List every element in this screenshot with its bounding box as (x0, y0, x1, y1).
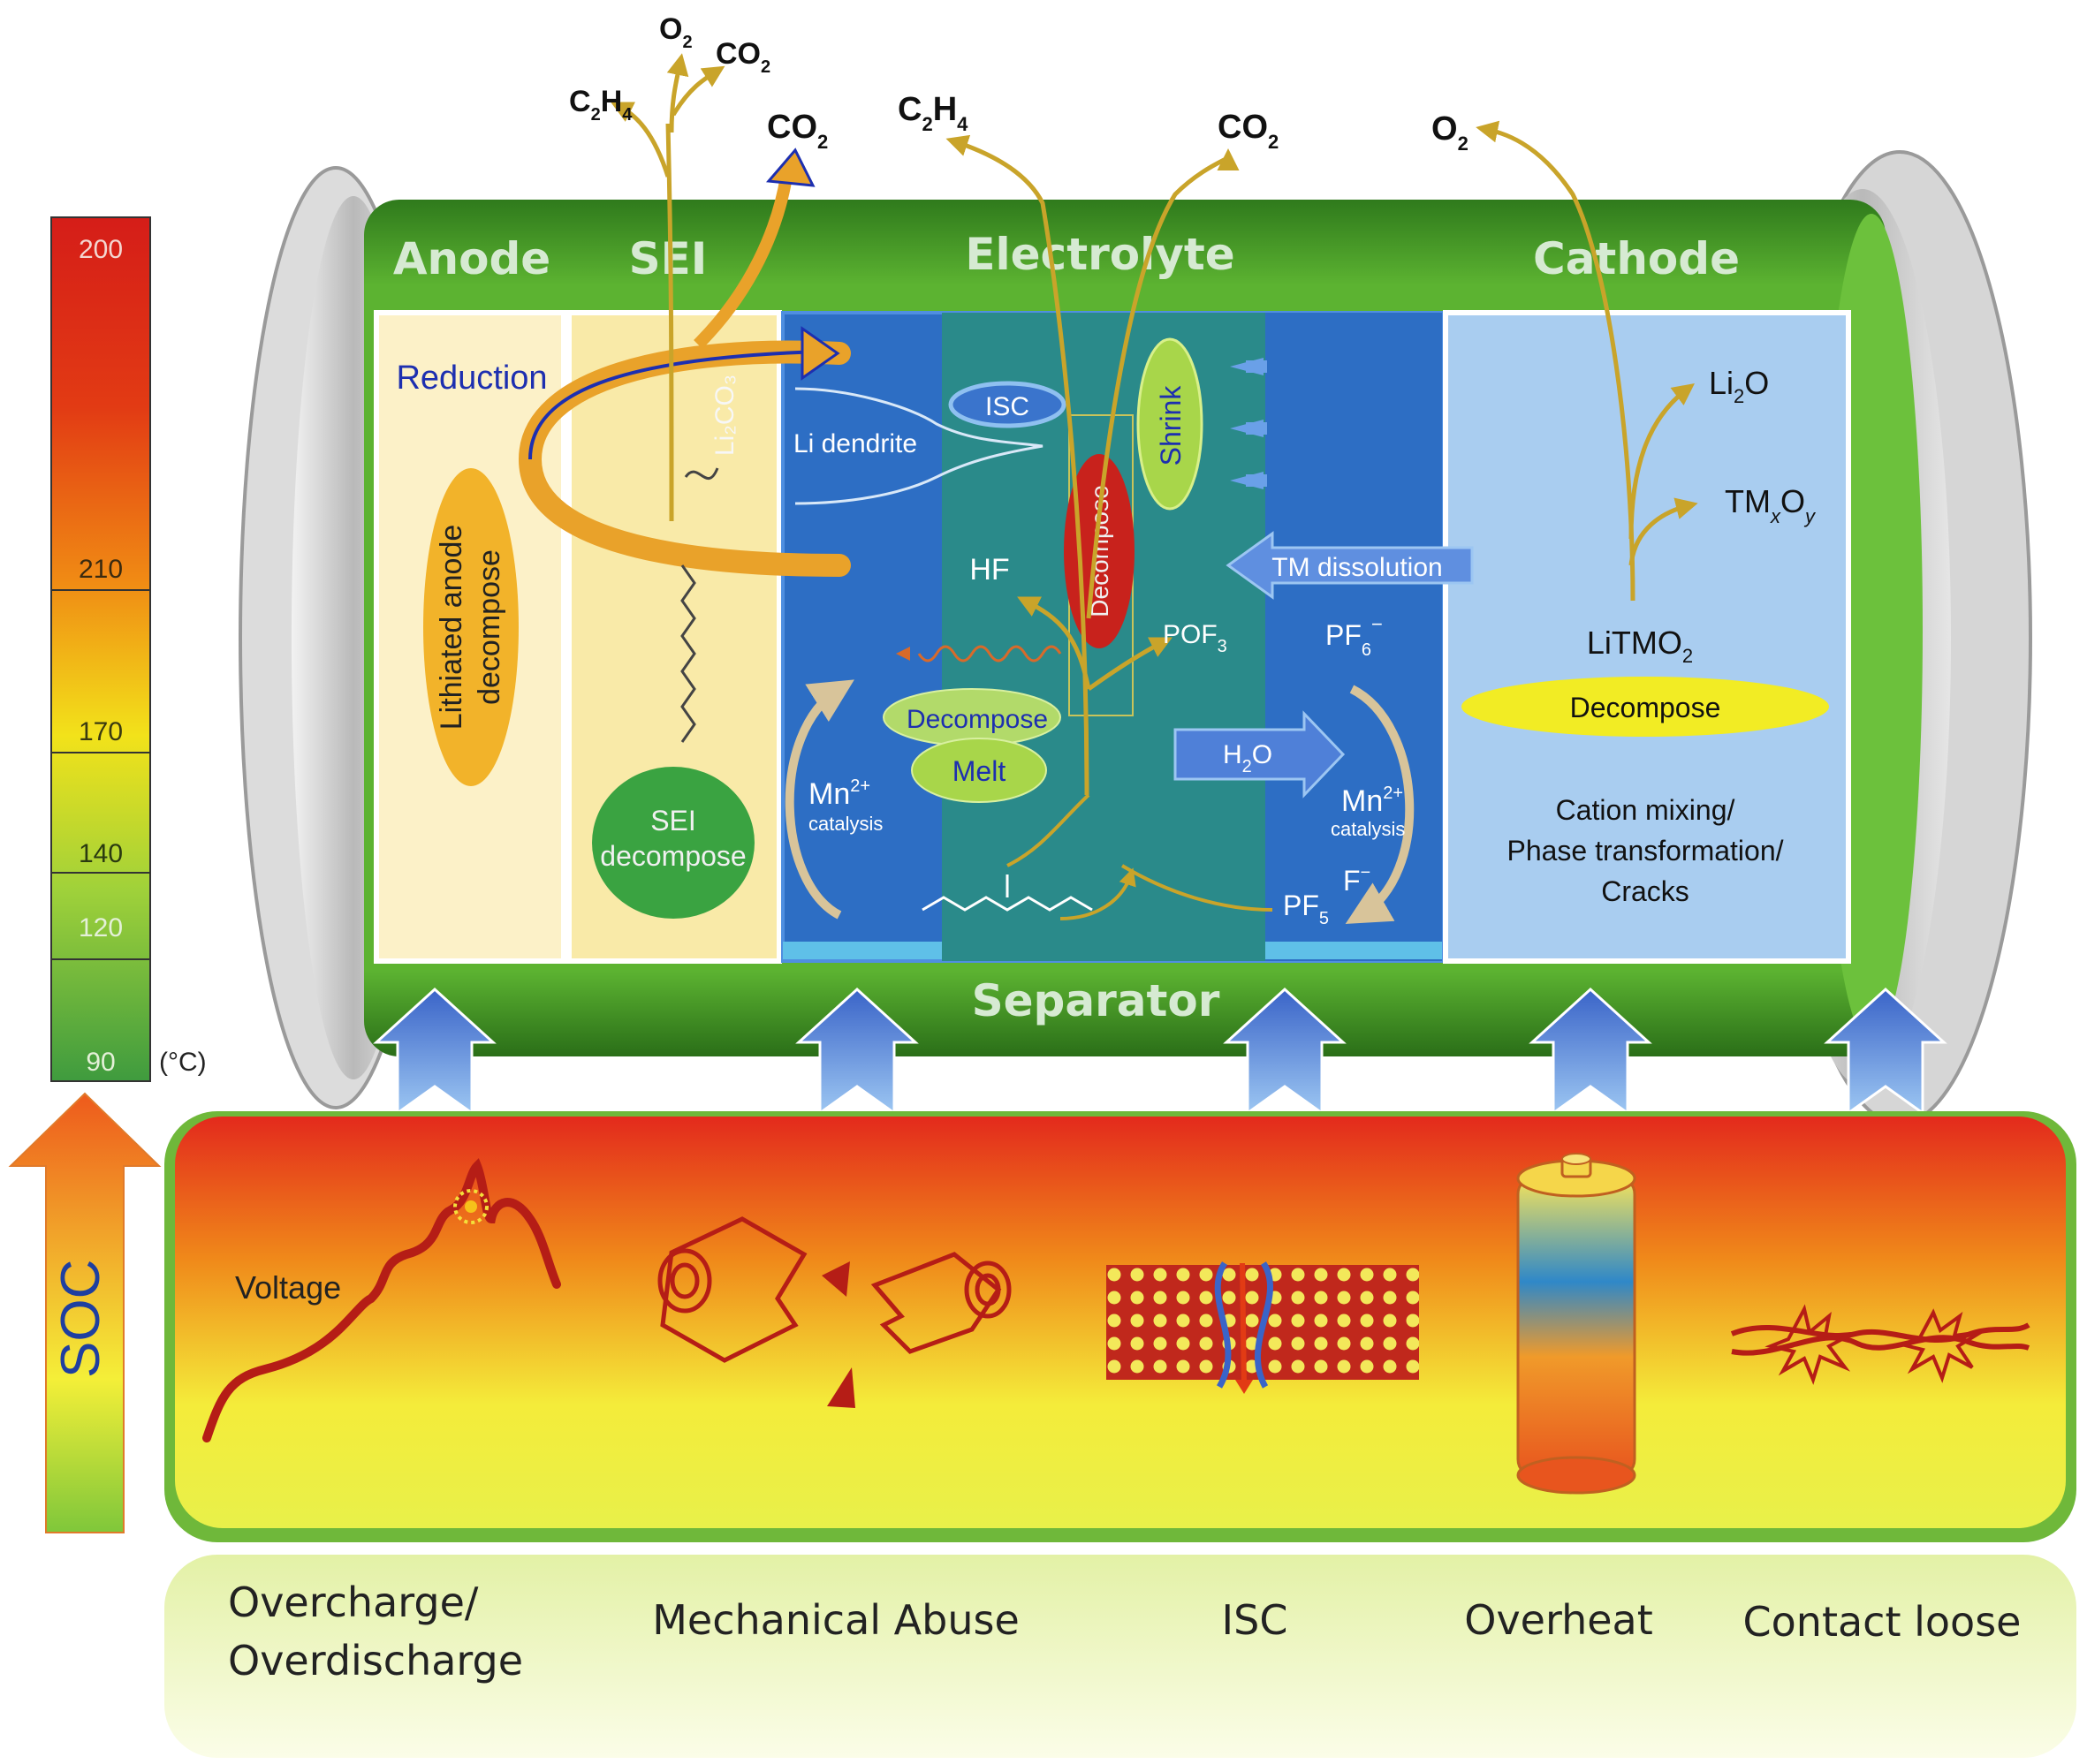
contact-loose-label: Contact loose (1743, 1598, 2022, 1646)
cathode-o2-stem (1476, 120, 1635, 602)
sei-polymer-chain (680, 564, 696, 743)
mn-left-cycle-arrow (785, 679, 854, 920)
c2h4-sei-label: C2H4 (569, 85, 633, 125)
sei-decompose-line2: decompose (600, 840, 746, 872)
pof3-label: POF3 (1163, 620, 1227, 656)
cathode-header: Cathode (1533, 233, 1740, 284)
overheat-battery-icon (1516, 1153, 1636, 1495)
soc-arrow: SOC (8, 1092, 162, 1533)
o2-cathode-label: O2 (1431, 110, 1468, 155)
f-minus-label: F− (1343, 863, 1370, 897)
sei-decompose-ellipse (592, 767, 755, 919)
tm-dissolution-label: TM dissolution (1271, 553, 1442, 582)
isc-trigger-label: ISC (1222, 1596, 1288, 1644)
electrolyte-header: Electrolyte (965, 229, 1234, 280)
co2-sei-big-label: CO2 (767, 109, 828, 153)
melt-label: Melt (952, 755, 1006, 787)
temp-label-210: 210 (79, 555, 123, 584)
temp-label-120: 120 (79, 913, 123, 943)
co2-stem (1086, 148, 1240, 619)
reduction-label: Reduction (396, 360, 547, 397)
temp-label-170: 170 (79, 717, 123, 746)
impact-arrow-bottom (827, 1367, 855, 1408)
mechanical-abuse-label: Mechanical Abuse (652, 1596, 1020, 1644)
cathode-layer (1443, 310, 1851, 964)
carbonate-molecule (922, 896, 1093, 912)
mn-right-label: Mn2+ (1341, 784, 1403, 818)
melt-ellipse (911, 738, 1047, 803)
li2o-label: Li2O (1709, 365, 1769, 407)
contact-loose-icon (1730, 1304, 2030, 1385)
mn-right-cycle-arrow (1345, 685, 1415, 924)
pf5-label: PF5 (1283, 890, 1329, 928)
c2h4-stem (945, 134, 1089, 796)
cation-line3: Cracks (1601, 875, 1689, 907)
shrink-label: Shrink (1155, 385, 1187, 466)
temp-label-90: 90 (86, 1048, 115, 1077)
mn-left-label: Mn2+ (808, 776, 870, 811)
isc-label: ISC (985, 392, 1029, 421)
separator-label: Separator (972, 975, 1220, 1026)
impact-arrow-top (822, 1261, 850, 1297)
temp-unit: (°C) (159, 1048, 207, 1077)
lithiated-anode-line1: Lithiated anode (435, 525, 468, 731)
soc-label: SOC (50, 1260, 111, 1378)
temperature-scale: 200 210 170 140 120 90 (°C) (50, 216, 207, 1082)
co2-elec-label: CO2 (1218, 109, 1279, 153)
isc-ellipse (948, 381, 1066, 428)
h2o-arrow: H2O (1173, 710, 1346, 799)
decompose-label: Decompose (907, 705, 1048, 734)
mechanical-abuse-icon (657, 1216, 1012, 1363)
voltage-curve-icon (202, 1158, 561, 1442)
cathode-decompose-label: Decompose (1570, 692, 1721, 723)
mn-right-catalysis: catalysis (1331, 818, 1405, 840)
sei-header: SEI (629, 233, 708, 284)
mn-left-catalysis: catalysis (808, 813, 883, 835)
hf-label: HF (969, 553, 1009, 587)
c2h4-elec-label: C2H4 (898, 91, 968, 135)
isc-separator-icon (1106, 1261, 1419, 1394)
li-dendrite-label: Li dendrite (793, 429, 917, 458)
shrink-ellipse (1136, 337, 1203, 511)
anode-header: Anode (393, 233, 550, 284)
pf6-label: PF6− (1325, 613, 1383, 660)
lithiated-anode-ellipse (423, 468, 519, 786)
temp-label-140: 140 (79, 839, 123, 868)
tm-dissolution-arrow: TM dissolution (1226, 531, 1474, 600)
overdischarge-label: Overdischarge (228, 1637, 523, 1685)
sei-decompose-line1: SEI (650, 805, 696, 837)
cation-line1: Cation mixing/ (1556, 794, 1735, 826)
h2o-label: H2O (1223, 740, 1272, 776)
sei-gas-stem (665, 123, 674, 522)
li2co3-label: Li₂CO₃ (710, 375, 740, 456)
voltage-label: Voltage (235, 1269, 341, 1306)
o2-sei-label: O2 (659, 12, 693, 52)
temp-label-200: 200 (79, 235, 123, 264)
overheat-label: Overheat (1464, 1596, 1653, 1644)
cathode-decompose-ellipse (1461, 677, 1829, 737)
cation-line2: Phase transformation/ (1506, 835, 1783, 867)
shrink-arrows (1230, 358, 1267, 489)
trigger-label-band (164, 1555, 2076, 1758)
lithiated-anode-line2: decompose (473, 549, 506, 705)
li-dendrite-shape (794, 387, 1044, 505)
heat-transfer-arrows (373, 987, 1947, 1116)
overcharge-label: Overcharge/ (228, 1579, 479, 1626)
litmo2-label: LiTMO2 (1587, 625, 1693, 667)
co2-sei-top-label: CO2 (716, 37, 770, 77)
tmxoy-label: TMxOy (1725, 483, 1817, 527)
